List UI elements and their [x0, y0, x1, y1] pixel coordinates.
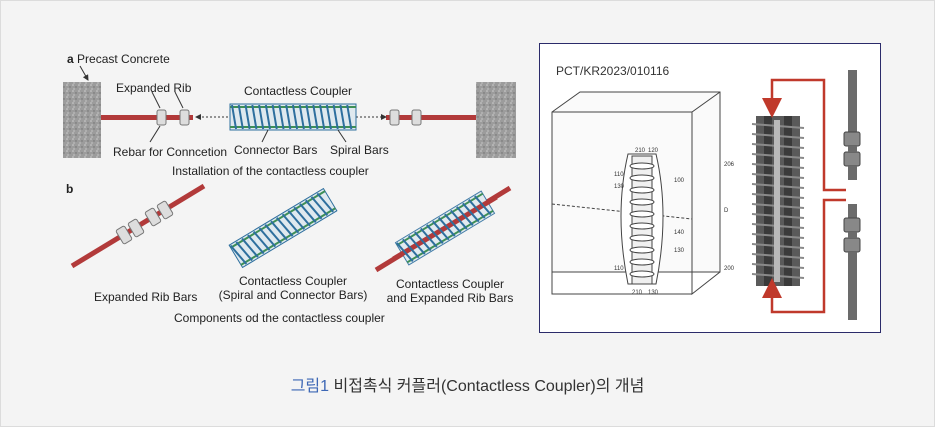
drawing-label-120: 120: [648, 148, 659, 154]
rebar-left: [101, 115, 193, 120]
spiral-bars-leader: [337, 129, 347, 143]
patent-panel: PCT/KR2023/010116: [539, 43, 881, 333]
insert-arrow-bottom: [762, 198, 846, 314]
drawing-label-110-bot: 110: [614, 266, 624, 272]
expanded-rib-label: Expanded Rib: [116, 81, 192, 95]
figure-number: 그림1: [290, 378, 330, 395]
drawing-label-206: 206: [724, 162, 735, 168]
precast-block-left: [63, 82, 101, 158]
patent-drawing: 210 120 110 130 100 206 D 140 130 110 20…: [551, 70, 861, 320]
rebar-photo-bottom: [843, 204, 861, 320]
drawing-label-140: 140: [674, 230, 685, 236]
coupler-b-spiral: [228, 187, 338, 269]
drawing-label-100: 100: [674, 178, 685, 184]
coupler-a: [229, 103, 357, 131]
rebar-photo-top: [843, 70, 861, 180]
rebar-leader: [149, 125, 161, 143]
rebar-connection-label: Rebar for Conncetion: [113, 145, 228, 159]
rib-bar-b-ribs: [115, 200, 174, 245]
section-b-marker: b: [66, 182, 74, 196]
drawing-label-210-bot: 210: [632, 290, 643, 296]
connector-bars-leader: [261, 129, 269, 143]
precast-label: a Precast Concrete: [67, 52, 170, 66]
connector-bars-label: Connector Bars: [234, 143, 318, 157]
spiral-bars-label: Spiral Bars: [330, 143, 389, 157]
patent-number: PCT/KR2023/010116: [556, 64, 670, 78]
coupler-discs-drawing: [629, 162, 655, 278]
insert-arrow-top: [762, 78, 846, 192]
coupler-rib-label: Contactless Coupler and Expanded Rib Bar…: [386, 277, 514, 305]
precast-leader-line: [79, 65, 89, 81]
drawing-label-110-top: 110: [614, 172, 624, 178]
coupler-spiral-label: Contactless Coupler (Spiral and Connecto…: [218, 274, 368, 302]
rib-leader-1: [151, 91, 161, 109]
drawing-label-130-top: 130: [614, 184, 625, 190]
expanded-rib-bars-label: Expanded Rib Bars: [94, 290, 198, 304]
drawing-label-210-top: 210: [635, 148, 646, 154]
precast-block-right: [476, 82, 516, 158]
components-caption: Components od the contactless coupler: [174, 311, 385, 325]
figure-caption: 그림1 비접촉식 커플러(Contactless Coupler)의 개념: [0, 372, 935, 396]
expanded-rib-left-2: [179, 109, 190, 126]
rib-leader-2: [174, 91, 184, 109]
coupler-b-rib: [392, 190, 498, 266]
drawing-label-200: 200: [724, 266, 735, 272]
coupler-photo: [751, 116, 805, 286]
installation-caption: Installation of the contactless coupler: [172, 164, 369, 178]
expanded-rib-right-1: [389, 109, 400, 126]
drawing-label-130-bot: 130: [648, 290, 659, 296]
expanded-rib-left-1: [156, 109, 167, 126]
drawing-label-D: D: [724, 208, 729, 214]
contactless-coupler-label: Contactless Coupler: [244, 84, 353, 98]
figure-caption-text: 비접촉식 커플러(Contactless Coupler)의 개념: [329, 378, 645, 395]
drawing-label-130-mid: 130: [674, 248, 685, 254]
rebar-right: [386, 115, 476, 120]
expanded-rib-right-2: [411, 109, 422, 126]
